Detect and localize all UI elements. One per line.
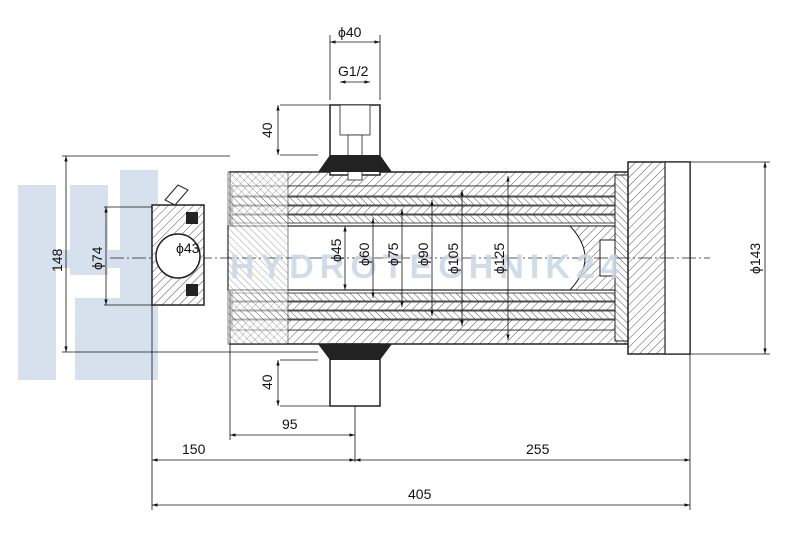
dim-overall-height: 148 xyxy=(49,248,65,272)
dim-port-offset: 95 xyxy=(282,416,298,432)
dim-stage-1: ϕ45 xyxy=(328,238,344,262)
dim-stage-4: ϕ90 xyxy=(415,242,431,266)
dim-ball: ϕ43 xyxy=(176,240,200,256)
dim-stage-3: ϕ75 xyxy=(385,242,401,266)
dim-port-diameter: ϕ40 xyxy=(338,24,362,40)
watermark-text: HYDROTECHNIK24 xyxy=(230,248,626,286)
dim-length-body: 255 xyxy=(526,441,550,457)
dim-port-thread: G1/2 xyxy=(338,63,369,79)
port-top xyxy=(318,104,392,181)
ball-socket xyxy=(151,184,205,306)
dim-base-diameter: ϕ143 xyxy=(747,243,763,274)
dim-stage-5: ϕ105 xyxy=(445,243,461,274)
dim-length-head: 150 xyxy=(182,441,206,457)
dim-stage-6: ϕ125 xyxy=(491,243,507,274)
port-bottom xyxy=(318,343,392,407)
dimension-lines xyxy=(62,35,770,510)
dim-port-height-top: 40 xyxy=(259,122,275,138)
dim-stage-2: ϕ60 xyxy=(356,242,372,266)
cylinder-body xyxy=(110,161,710,355)
dim-length-total: 405 xyxy=(408,486,432,502)
dim-port-height-bottom: 40 xyxy=(259,374,275,390)
dim-ball-socket: ϕ74 xyxy=(89,246,105,270)
